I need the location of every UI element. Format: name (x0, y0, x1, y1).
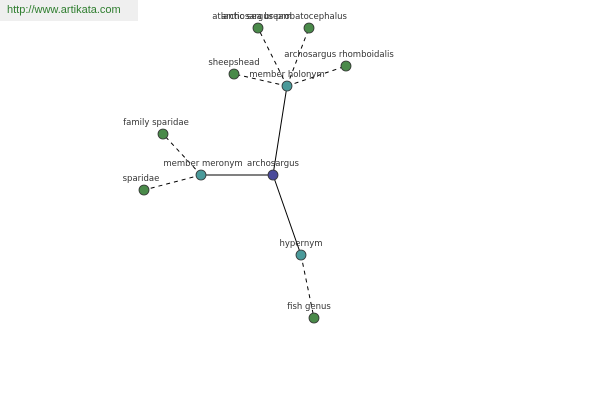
watermark-url[interactable]: http://www.artikata.com (0, 0, 138, 21)
leaf-node-fish-genus[interactable]: fish genus (287, 302, 331, 324)
leaf-node-dot[interactable] (157, 128, 169, 140)
edge-member-holonym-atlantic-sea-bream (257, 27, 288, 87)
leaf-node-label[interactable]: atlantic sea bream (212, 12, 292, 22)
leaf-node-dot[interactable] (138, 184, 150, 196)
leaf-node-dot[interactable] (308, 312, 320, 324)
nodes-layer: archosargus member holonym atlantic sea br… (123, 12, 394, 324)
relation-node-label[interactable]: member meronym (163, 159, 242, 169)
leaf-node-dot[interactable] (228, 68, 240, 80)
leaf-node-dot[interactable] (252, 22, 264, 34)
edge-member-holonym-archosargus-probatocephalus (286, 27, 310, 87)
edge-center-hypernym (272, 174, 302, 256)
center-node-archosargus[interactable]: archosargus (247, 159, 300, 181)
edge-member-holonym-sheepshead (233, 73, 288, 87)
leaf-node-label[interactable]: archosargus rhomboidalis (284, 50, 394, 60)
relation-node-label[interactable]: member holonym (249, 70, 324, 80)
edge-member-holonym-archosargus-rhomboidalis (286, 65, 347, 87)
leaf-node-archosargus-rhomboidalis[interactable]: archosargus rhomboidalis (284, 50, 394, 72)
leaf-node-label[interactable]: sheepshead (208, 58, 259, 68)
relation-node-member-holonym[interactable]: member holonym (249, 70, 325, 92)
leaf-node-atlantic-sea-bream[interactable]: atlantic sea bream (212, 12, 292, 34)
edge-center-member-holonym (272, 85, 288, 176)
relation-node-label[interactable]: hypernym (279, 239, 322, 249)
relation-node-dot[interactable] (281, 80, 293, 92)
edge-hypernym-fish-genus (300, 254, 315, 319)
center-node-dot[interactable] (267, 169, 279, 181)
relation-node-member-meronym[interactable]: member meronym (163, 159, 243, 181)
leaf-node-sheepshead[interactable]: sheepshead (208, 58, 260, 80)
leaf-node-dot[interactable] (303, 22, 315, 34)
leaf-node-label[interactable]: archosargus probatocephalus (221, 12, 347, 22)
relation-node-dot[interactable] (195, 169, 207, 181)
leaf-node-family-sparidae[interactable]: family sparidae (123, 118, 189, 140)
leaf-node-sparidae[interactable]: sparidae (123, 174, 160, 196)
leaf-node-label[interactable]: sparidae (123, 174, 160, 184)
leaf-node-dot[interactable] (340, 60, 352, 72)
leaf-node-archosargus-probatocephalus[interactable]: archosargus probatocephalus (221, 12, 347, 34)
relation-node-dot[interactable] (295, 249, 307, 261)
relation-node-hypernym[interactable]: hypernym (279, 239, 323, 261)
leaf-node-label[interactable]: family sparidae (123, 118, 189, 128)
edge-member-meronym-sparidae (143, 174, 202, 191)
edge-member-meronym-family-sparidae (162, 133, 202, 176)
leaf-node-label[interactable]: fish genus (287, 302, 331, 312)
edges-layer (143, 27, 347, 319)
center-node-label[interactable]: archosargus (247, 159, 300, 169)
